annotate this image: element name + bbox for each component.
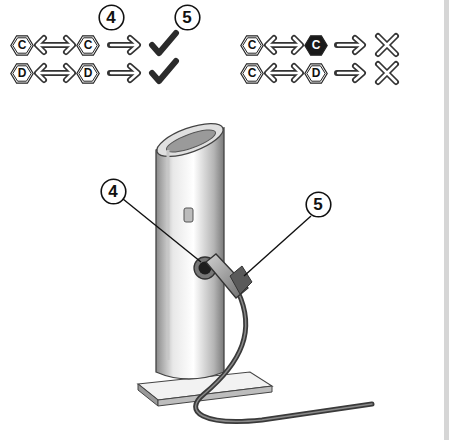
connector-code-hexagon: C — [304, 35, 328, 56]
equivalence-arrow — [267, 38, 301, 52]
connector-code-hexagon: C — [240, 35, 264, 56]
callout-number: 4 — [100, 178, 127, 205]
connector-code-hexagon: C — [240, 63, 264, 84]
charging-plug — [206, 254, 252, 298]
callout-number: 4 — [106, 9, 115, 26]
callout-number: 5 — [313, 196, 322, 213]
equivalence-arrow — [267, 66, 301, 80]
page-edge — [444, 0, 449, 440]
callout-number: 4 — [98, 4, 125, 31]
result-arrows — [110, 38, 363, 80]
connector-code: D — [84, 67, 93, 79]
charging-pillar — [153, 117, 227, 379]
connector-code-hexagon: D — [10, 63, 34, 84]
connector-code-hexagon: C — [10, 35, 34, 56]
callout-number: 5 — [174, 4, 201, 31]
connector-code: C — [84, 39, 93, 51]
connector-code: C — [248, 67, 257, 79]
connector-code: C — [248, 39, 257, 51]
equivalence-arrow — [37, 38, 73, 52]
connector-code-hexagon: D — [304, 63, 328, 84]
connector-code: C — [312, 39, 321, 51]
equivalence-arrow — [37, 66, 73, 80]
check-mark — [152, 33, 176, 81]
connector-code: C — [18, 39, 27, 51]
cross-mark — [378, 36, 396, 82]
callout-number: 5 — [305, 191, 332, 218]
callout-number: 5 — [182, 9, 191, 26]
charging-cable — [196, 292, 372, 421]
callout-number: 4 — [108, 183, 117, 200]
leader-line — [123, 199, 311, 276]
connector-code-hexagon: C — [76, 35, 100, 56]
connector-code-hexagon: D — [76, 63, 100, 84]
connector-code: D — [312, 67, 321, 79]
connector-code: D — [18, 67, 27, 79]
